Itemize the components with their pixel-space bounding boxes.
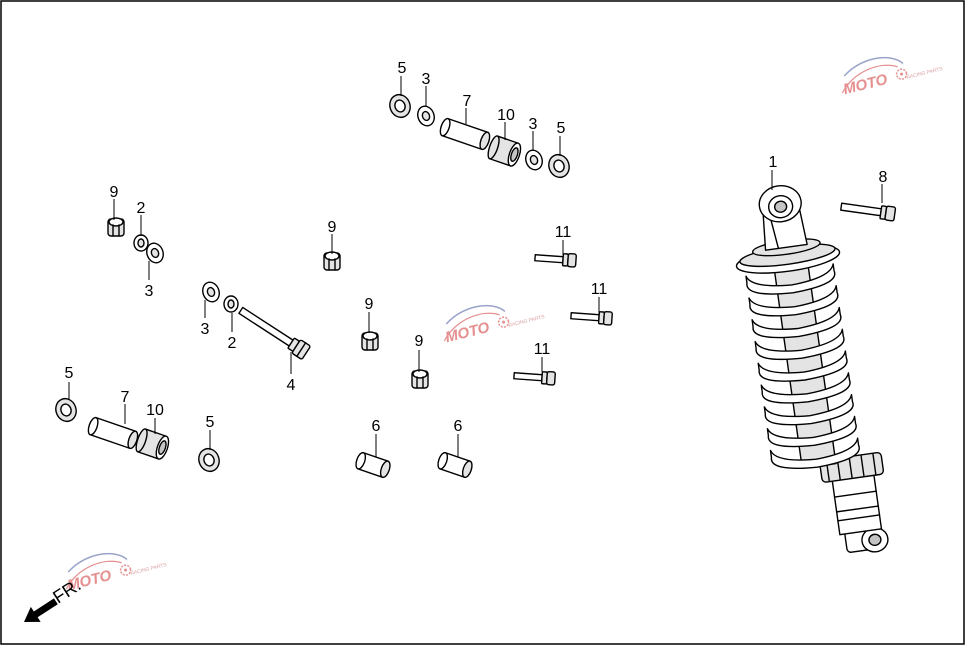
callout-numbers: 1 8 5 3 7 10 3 5 9 2 3 3 2 4 9 9 9 11 11… [65,60,888,435]
callout-3: 3 [145,283,154,300]
watermark-brand: MOTO [842,71,890,98]
spring-coil [769,437,860,469]
spring-coil [748,285,839,317]
spring-coil [763,393,854,426]
lock-nut [548,153,570,179]
spacer [437,451,473,479]
spacer [355,451,391,479]
lock-nut [389,93,411,119]
bolt [513,370,556,386]
callout-9: 9 [328,219,337,236]
callout-1: 1 [769,154,778,171]
bolt [534,252,577,268]
watermark-brand: MOTO [444,319,492,346]
bolt [570,310,613,326]
flange-nut [323,251,341,271]
washer [202,281,220,303]
spring-washer [223,295,239,313]
callout-2: 2 [228,335,237,352]
leader-lines [68,76,883,457]
callout-5: 5 [206,414,215,431]
callout-6: 6 [454,418,463,435]
bearing [135,428,170,460]
callout-11: 11 [534,341,551,358]
callout-5: 5 [557,120,566,137]
washer [146,242,164,264]
watermark-sub: RACING PARTS [508,314,546,329]
callout-7: 7 [463,93,472,110]
flange-nut [361,331,379,351]
callout-7: 7 [121,389,130,406]
watermark-center: MOTO RACING PARTS [437,299,546,346]
watermark-sub: RACING PARTS [130,562,168,577]
flange-nut [107,217,125,237]
callout-2: 2 [137,200,146,217]
bearing [487,135,522,167]
callout-9: 9 [415,333,424,350]
callout-11: 11 [555,224,572,241]
lock-nut [198,447,220,473]
callout-11: 11 [591,281,608,298]
callout-5: 5 [398,60,407,77]
collar [87,416,139,450]
callout-3: 3 [529,116,538,133]
lock-nut [55,397,77,423]
callout-4: 4 [287,377,296,394]
washer [525,149,543,171]
callout-5: 5 [65,365,74,382]
spring-coil [757,350,848,382]
spring-coil [766,415,857,448]
spring-coil [745,263,836,295]
callout-10: 10 [497,107,515,124]
callout-3: 3 [422,71,431,88]
bolt [840,202,897,222]
flange-nut [411,369,429,389]
callout-9: 9 [110,184,119,201]
watermark-top-right: MOTO RACING PARTS [835,51,944,98]
callout-3: 3 [201,321,210,338]
watermark-sub: RACING PARTS [906,66,944,81]
callout-6: 6 [372,418,381,435]
callout-9: 9 [365,296,374,313]
spring-coil [754,328,845,361]
long-bolt [238,306,311,360]
spring-coil [751,306,842,339]
arrow-down-left-icon [24,598,58,622]
collar [439,117,491,151]
washer [417,105,435,127]
spring-coil [760,372,851,404]
shock-absorber [735,184,889,553]
callout-8: 8 [879,169,888,186]
callout-10: 10 [146,402,164,419]
coil-spring [745,263,860,469]
spring-washer [133,234,149,252]
